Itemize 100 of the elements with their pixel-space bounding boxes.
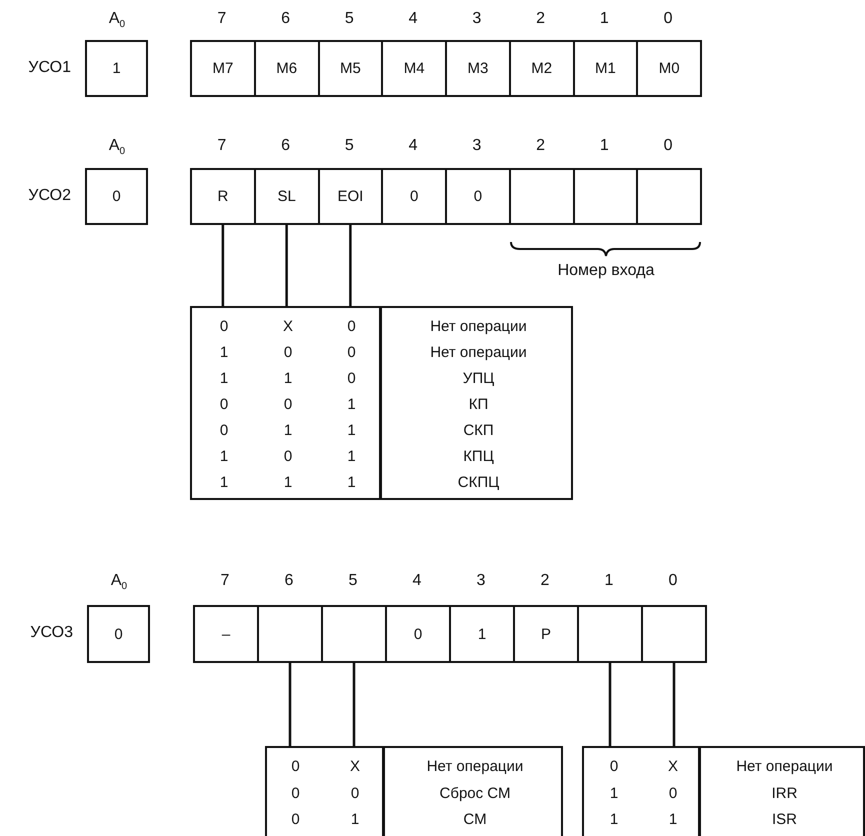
bit-number: A$_{0}$ — [108, 137, 126, 158]
truth-table — [265, 746, 563, 836]
bit-number: 5 — [344, 10, 354, 28]
bit-label: M0 — [658, 60, 680, 77]
bit-label: M1 — [594, 60, 616, 77]
bit-number: 0 — [664, 137, 673, 155]
bit-number: 1 — [600, 10, 609, 28]
bit-value: 0 — [290, 810, 301, 830]
bit-label: 1 — [112, 60, 121, 77]
bit-number: 4 — [412, 572, 422, 590]
bit-value: X — [282, 317, 294, 337]
bit-value: 1 — [608, 810, 620, 830]
bit-number: 4 — [408, 137, 418, 155]
connector-line — [285, 225, 288, 306]
bit-label: 0 — [410, 188, 418, 205]
register-bit-box — [318, 40, 384, 97]
register-name: УСО3 — [30, 624, 73, 642]
bit-value: 0 — [282, 395, 294, 415]
operation-name: СКП — [462, 421, 495, 441]
bit-value: 0 — [346, 317, 357, 337]
register-bit-box — [449, 605, 515, 663]
bit-number: 1 — [600, 137, 609, 155]
bit-label: R — [217, 188, 228, 205]
register-name: УСО2 — [28, 186, 71, 204]
bit-number: 3 — [472, 137, 482, 155]
register-bit-box — [254, 168, 320, 225]
register-bit-box — [508, 168, 574, 225]
register-bit-box — [190, 168, 256, 225]
bit-value: 1 — [346, 473, 357, 493]
bit-value: 1 — [346, 447, 357, 467]
bit-label: M6 — [276, 60, 298, 77]
connector-line — [352, 663, 356, 746]
bit-value: 1 — [282, 421, 294, 441]
bit-label: 1 — [478, 626, 486, 642]
bit-value: 1 — [350, 810, 360, 830]
bit-value: X — [348, 757, 361, 777]
register-bit-box — [508, 40, 574, 97]
bit-value: 0 — [668, 784, 678, 804]
bit-number: 0 — [668, 572, 678, 590]
bit-value: 0 — [608, 757, 620, 777]
bit-number: 3 — [472, 10, 482, 28]
bit-value: 1 — [668, 810, 678, 830]
bit-label: 0 — [414, 626, 422, 642]
bit-label: M7 — [212, 60, 234, 77]
truth-table — [582, 746, 865, 836]
register-bit-box — [577, 605, 643, 663]
connector-line — [349, 225, 352, 306]
register-bit-box — [572, 168, 638, 225]
register-bit-box — [572, 40, 638, 97]
register-bit-box — [513, 605, 579, 663]
operation-name: Нет операции — [426, 757, 524, 777]
operation-name: IRR — [770, 784, 798, 804]
register-bit-box — [254, 40, 320, 97]
bit-value: 1 — [608, 784, 620, 804]
bit-value: 0 — [218, 395, 230, 415]
register-bit-box — [381, 168, 447, 225]
bit-label: EOI — [337, 188, 364, 205]
bit-label: SL — [277, 188, 296, 205]
bit-number: 5 — [348, 572, 358, 590]
register-bit-box — [636, 168, 702, 225]
register-bit-box — [385, 605, 451, 663]
register-bit-box — [381, 40, 447, 97]
bit-label: M2 — [531, 60, 552, 77]
bit-label: M5 — [340, 60, 361, 77]
bit-value: 0 — [350, 784, 360, 804]
register-bit-box — [257, 605, 323, 663]
operation-name: Нет операции — [735, 757, 834, 777]
register-bit-box — [636, 40, 702, 97]
operation-name: СКПЦ — [456, 473, 500, 493]
operation-name: Сброс СМ — [438, 784, 512, 804]
bit-value: 1 — [218, 447, 230, 467]
bit-number: 2 — [536, 137, 546, 155]
bit-number: 1 — [604, 572, 614, 590]
bit-number: 6 — [281, 10, 290, 28]
operation-name: СМ — [462, 810, 488, 830]
bit-value: 0 — [282, 447, 294, 467]
bit-value: 1 — [282, 369, 294, 389]
operation-name: ISR — [770, 810, 798, 830]
register-bit-box — [445, 168, 511, 225]
operation-name: УПЦ — [462, 369, 496, 389]
bit-value: 1 — [218, 473, 230, 493]
bit-value: 0 — [218, 421, 230, 441]
truth-table — [190, 306, 573, 500]
bit-value: 1 — [282, 473, 294, 493]
bit-label: 0 — [112, 188, 121, 205]
bit-label: 0 — [474, 188, 482, 205]
bit-value: 1 — [218, 369, 230, 389]
bit-label: – — [222, 626, 230, 642]
bit-number: 3 — [476, 572, 486, 590]
register-bit-box — [85, 168, 148, 225]
bit-number: A$_{0}$ — [108, 10, 126, 30]
operation-name: КП — [468, 395, 490, 415]
bit-number: 4 — [408, 10, 418, 28]
bit-number: 2 — [536, 10, 546, 28]
bit-value: 0 — [290, 784, 301, 804]
operation-name: Нет операции — [429, 317, 528, 337]
operation-name: Нет операции — [429, 343, 528, 363]
bit-number: 7 — [217, 137, 226, 155]
bit-number: 0 — [664, 10, 673, 28]
bit-label: 0 — [114, 626, 123, 642]
